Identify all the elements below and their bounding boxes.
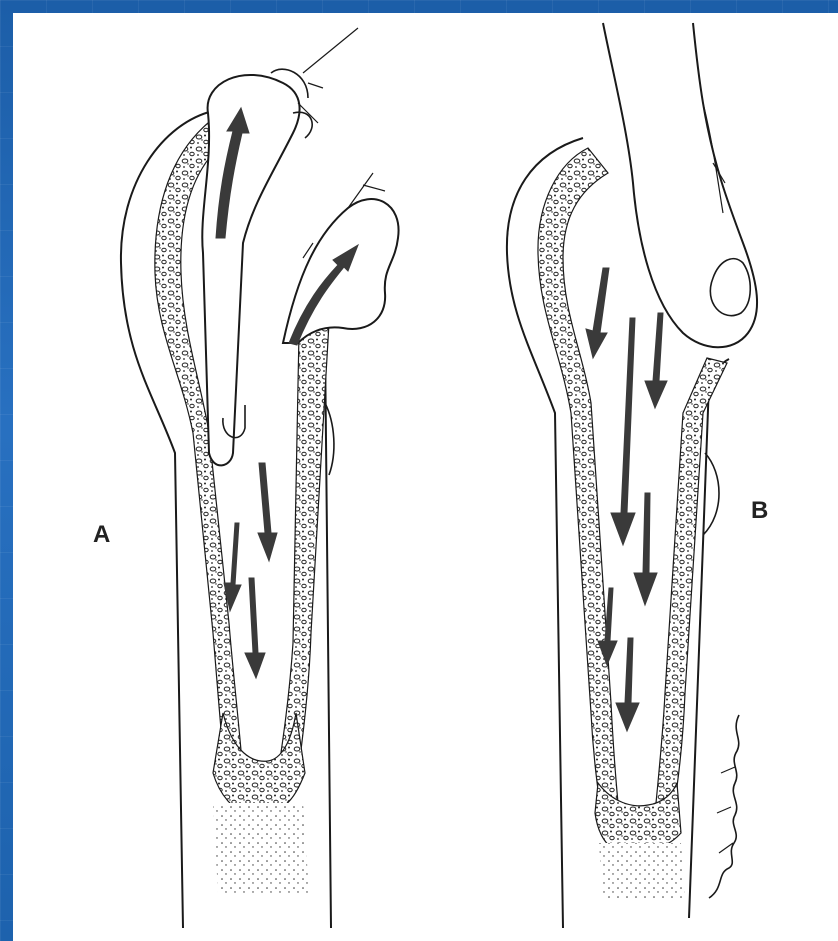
arrow-down-b2: [645, 313, 667, 408]
artist-signature-icon: [699, 703, 749, 903]
arrow-down-b1: [586, 268, 609, 358]
arrow-down-b6: [616, 638, 639, 731]
glove-wrinkle-a1: [298, 28, 358, 123]
figure-panel: A B: [13, 13, 838, 941]
cancellous-bone-a-right: [275, 318, 329, 793]
panel-a-diagram: [121, 28, 399, 928]
finger-a1: [202, 75, 299, 465]
stipple-area-b: [599, 843, 685, 898]
arrow-down-a3: [245, 578, 265, 678]
arrow-down-b4: [634, 493, 657, 605]
stipple-area-a: [213, 803, 309, 893]
arrow-down-b3: [611, 318, 635, 545]
panel-label-b: B: [751, 497, 768, 525]
cancellous-bone-b-left: [538, 148, 619, 813]
panel-label-a: A: [93, 521, 110, 549]
arrow-down-a1: [258, 463, 277, 561]
